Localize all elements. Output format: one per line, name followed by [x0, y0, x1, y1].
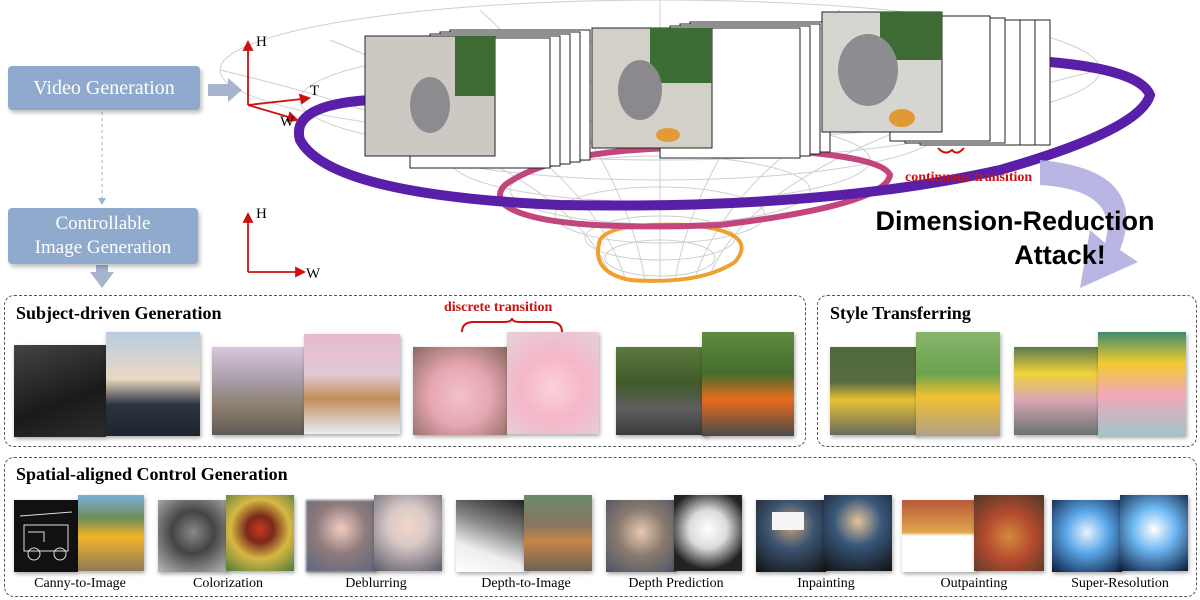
einstein-result-image	[106, 332, 200, 436]
continuous-transition-label: continuous transition	[905, 170, 1033, 185]
attack-arrow	[1040, 160, 1138, 288]
axes-3d	[242, 39, 311, 123]
subject-driven-title: Subject-driven Generation	[16, 303, 222, 323]
image-generation-label-line1: Controllable	[55, 213, 151, 234]
deblurring-result-image	[374, 495, 442, 571]
super-resolution-source-image	[1052, 500, 1122, 572]
funnel-diagram	[90, 0, 1156, 288]
frame-stack-3	[821, 11, 1051, 146]
einstein-source-image	[14, 345, 106, 437]
canny-edge-lines	[19, 511, 73, 561]
style-transfer-title: Style Transferring	[830, 303, 971, 323]
attack-title-line1: Dimension-Reduction	[875, 206, 1155, 236]
car-source-image	[830, 347, 918, 435]
axis-h-2d: H	[256, 206, 267, 222]
inpainting-source-image	[756, 500, 826, 572]
image-generation-label-line2: Image Generation	[34, 237, 172, 258]
axis-w-3d: W	[280, 114, 295, 130]
cat-source-image	[212, 347, 304, 435]
colorization-result-image	[226, 495, 294, 571]
depth-prediction-result	[674, 495, 742, 571]
outpainting-source-image	[902, 500, 976, 572]
caption-canny-to-image: Canny-to-Image	[34, 576, 126, 591]
purple-ring	[293, 57, 1156, 211]
attack-title-line2: Attack!	[1014, 240, 1106, 270]
super-resolution-result-image	[1120, 495, 1188, 571]
spatial-control-panel	[4, 457, 1197, 597]
frame-stack-1	[364, 29, 591, 169]
depth-prediction-source-image	[606, 500, 676, 572]
caption-colorization: Colorization	[193, 576, 263, 591]
deblurring-source-image	[306, 500, 376, 572]
dog-source-image	[616, 347, 708, 435]
spatial-control-title: Spatial-aligned Control Generation	[16, 464, 288, 484]
caption-deblurring: Deblurring	[345, 576, 407, 591]
video-generation-label: Video Generation	[33, 77, 175, 99]
dog-result-image	[702, 332, 794, 436]
cat-result-image	[304, 334, 400, 434]
plush-result-image	[507, 332, 599, 434]
continuous-brace	[937, 147, 965, 154]
box-arrows	[90, 78, 242, 288]
caption-depth-prediction: Depth Prediction	[628, 576, 724, 591]
girl-source-image	[1014, 347, 1100, 435]
outpainting-result-image	[974, 495, 1044, 571]
axis-h-3d: H	[256, 34, 267, 50]
subject-driven-panel	[4, 295, 806, 447]
video-generation-box: Video Generation	[8, 66, 200, 110]
inpainting-mask	[772, 512, 804, 530]
discrete-transition-label: discrete transition	[444, 300, 553, 315]
attack-title: Dimension-Reduction Attack!	[870, 204, 1160, 272]
inpainting-result-image	[824, 495, 892, 571]
axis-w-2d: W	[306, 266, 321, 282]
girl-result-image	[1098, 332, 1186, 436]
caption-outpainting: Outpainting	[940, 576, 1008, 591]
plush-source-image	[413, 347, 507, 435]
style-transfer-panel	[817, 295, 1197, 447]
discrete-brace	[461, 318, 563, 333]
canny-result-image	[78, 495, 144, 571]
frame-stack-2	[591, 21, 831, 159]
orange-ring	[596, 222, 744, 283]
caption-super-resolution: Super-Resolution	[1071, 576, 1169, 591]
depth-map-source-image	[456, 500, 526, 572]
depth-to-image-result	[524, 495, 592, 571]
caption-inpainting: Inpainting	[797, 576, 855, 591]
caption-depth-to-image: Depth-to-Image	[481, 576, 571, 591]
colorization-source-image	[158, 500, 228, 572]
car-result-image	[916, 332, 1000, 436]
axis-t-3d: T	[310, 83, 320, 99]
axes-2d	[242, 211, 307, 278]
image-generation-box: Controllable Image Generation	[8, 208, 198, 264]
